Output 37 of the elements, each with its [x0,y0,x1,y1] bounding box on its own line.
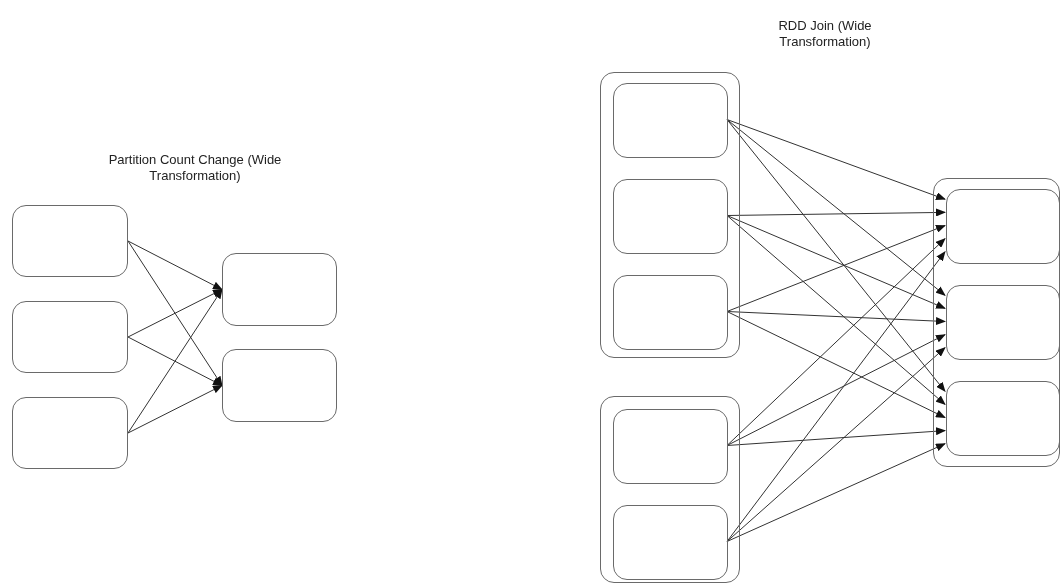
arrow [726,427,946,446]
rounded-box [946,285,1060,360]
rounded-box [613,409,728,484]
group-rounded-box [933,178,1060,467]
arrow [726,119,946,393]
group-rounded-box [600,396,740,583]
arrow [726,237,946,446]
rounded-box [12,301,128,373]
arrow [127,289,223,338]
arrow [726,311,946,418]
rounded-box [613,275,728,350]
rounded-box [222,349,337,422]
rounded-box [613,179,728,254]
rounded-box [613,83,728,158]
rounded-box [946,189,1060,264]
arrow [726,119,946,296]
arrow [127,240,223,387]
arrow [726,119,946,200]
group-rounded-box [600,72,740,358]
rounded-box [12,205,128,277]
rounded-box [946,381,1060,456]
arrow [726,250,946,542]
arrow [127,288,223,434]
arrow [726,347,946,542]
arrow [726,443,946,542]
arrow [726,208,946,217]
rounded-box [222,253,337,326]
arrow [726,311,946,326]
diagram-heading: Partition Count Change (Wide Transformation) [107,152,283,184]
diagram-heading: RDD Join (Wide Transformation) [777,18,873,50]
rounded-box [613,505,728,580]
arrow [726,334,946,446]
arrow [127,385,223,434]
arrow [127,336,223,386]
rounded-box [12,397,128,469]
arrow [726,215,946,406]
arrow [127,240,223,290]
